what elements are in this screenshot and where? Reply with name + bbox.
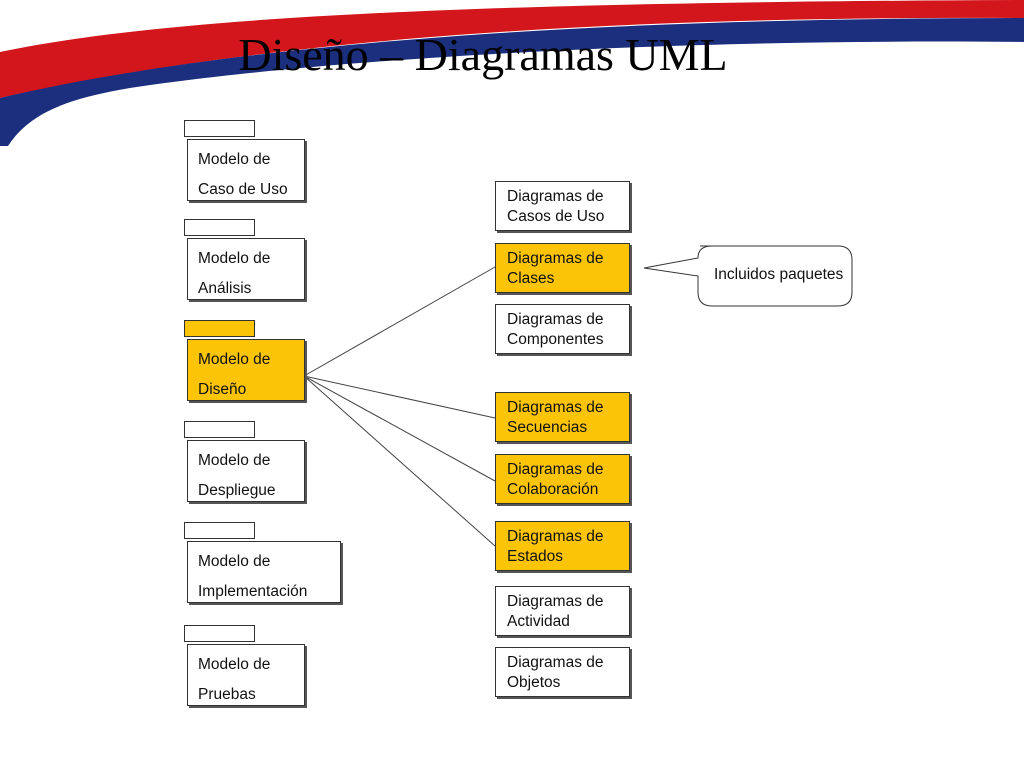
diagram-label-line1: Diagramas de: [507, 593, 604, 610]
package-tab: [184, 421, 255, 438]
diagram-label-line2: Estados: [507, 548, 564, 565]
package-label-line1: Modelo de: [198, 250, 271, 267]
diagram-label-line2: Objetos: [507, 674, 561, 691]
package-body: Modelo de Análisis: [187, 238, 305, 300]
white-swoosh: [12, 42, 1024, 144]
package-implementacion: Modelo de Implementación: [184, 522, 341, 603]
package-label-line1: Modelo de: [198, 656, 271, 673]
package-label-line1: Modelo de: [198, 452, 271, 469]
diagram-label-line2: Actividad: [507, 613, 570, 630]
callout-text: Incluidos paquetes: [714, 266, 844, 283]
diagram-label-line1: Diagramas de: [507, 654, 604, 671]
diagram-label-line1: Diagramas de: [507, 188, 604, 205]
package-label-line2: Despliegue: [198, 482, 276, 499]
package-label-line2: Análisis: [198, 280, 252, 297]
diagram-label-line1: Diagramas de: [507, 399, 604, 416]
package-tab: [184, 120, 255, 137]
diagram-actividad: Diagramas de Actividad: [495, 586, 630, 636]
package-body: Modelo de Diseño: [187, 339, 305, 401]
package-body: Modelo de Implementación: [187, 541, 341, 603]
diagram-label-line1: Diagramas de: [507, 528, 604, 545]
package-label-line1: Modelo de: [198, 151, 271, 168]
diagram-label-line2: Secuencias: [507, 419, 588, 436]
diagram-label-line2: Componentes: [507, 331, 604, 348]
package-body: Modelo de Caso de Uso: [187, 139, 305, 201]
package-analisis: Modelo de Análisis: [184, 219, 305, 300]
package-diseno: Modelo de Diseño: [184, 320, 305, 401]
package-despliegue: Modelo de Despliegue: [184, 421, 305, 502]
diagram-componentes: Diagramas de Componentes: [495, 304, 630, 354]
connector-secuencias: [303, 375, 496, 419]
package-body: Modelo de Despliegue: [187, 440, 305, 502]
diagram-secuencias: Diagramas de Secuencias: [495, 392, 630, 442]
package-body: Modelo de Pruebas: [187, 644, 305, 706]
diagram-label-line1: Diagramas de: [507, 311, 604, 328]
package-tab: [184, 625, 255, 642]
package-label-line2: Caso de Uso: [198, 181, 288, 198]
red-swoosh: [0, 0, 1024, 98]
package-label-line1: Modelo de: [198, 553, 271, 570]
connector-clases: [303, 266, 496, 377]
diagram-objetos: Diagramas de Objetos: [495, 647, 630, 697]
diagram-label-line2: Colaboración: [507, 481, 599, 498]
package-caso-de-uso: Modelo de Caso de Uso: [184, 120, 305, 201]
diagram-label-line1: Diagramas de: [507, 461, 604, 478]
diagram-label-line2: Clases: [507, 270, 555, 287]
diagram-colaboracion: Diagramas de Colaboración: [495, 454, 630, 504]
diagram-label-line2: Casos de Uso: [507, 208, 605, 225]
callout-bubble: [643, 245, 853, 307]
connector-estados: [303, 375, 496, 547]
package-label-line2: Pruebas: [198, 686, 256, 703]
package-label-line2: Implementación: [198, 583, 308, 600]
callout-outline: [643, 245, 853, 307]
slide-header-swoosh: [0, 0, 1024, 146]
slide-title: Diseño – Diagramas UML: [238, 29, 728, 80]
diagram-estados: Diagramas de Estados: [495, 521, 630, 571]
package-label-line2: Diseño: [198, 381, 247, 398]
diagram-clases: Diagramas de Clases: [495, 243, 630, 293]
package-label-line1: Modelo de: [198, 351, 271, 368]
package-tab: [184, 320, 255, 337]
package-tab: [184, 219, 255, 236]
package-pruebas: Modelo de Pruebas: [184, 625, 305, 706]
diagram-label-line1: Diagramas de: [507, 250, 604, 267]
package-tab: [184, 522, 255, 539]
diagram-casos-de-uso: Diagramas de Casos de Uso: [495, 181, 630, 231]
connector-colaboracion: [303, 375, 496, 482]
blue-swoosh: [0, 18, 1024, 146]
